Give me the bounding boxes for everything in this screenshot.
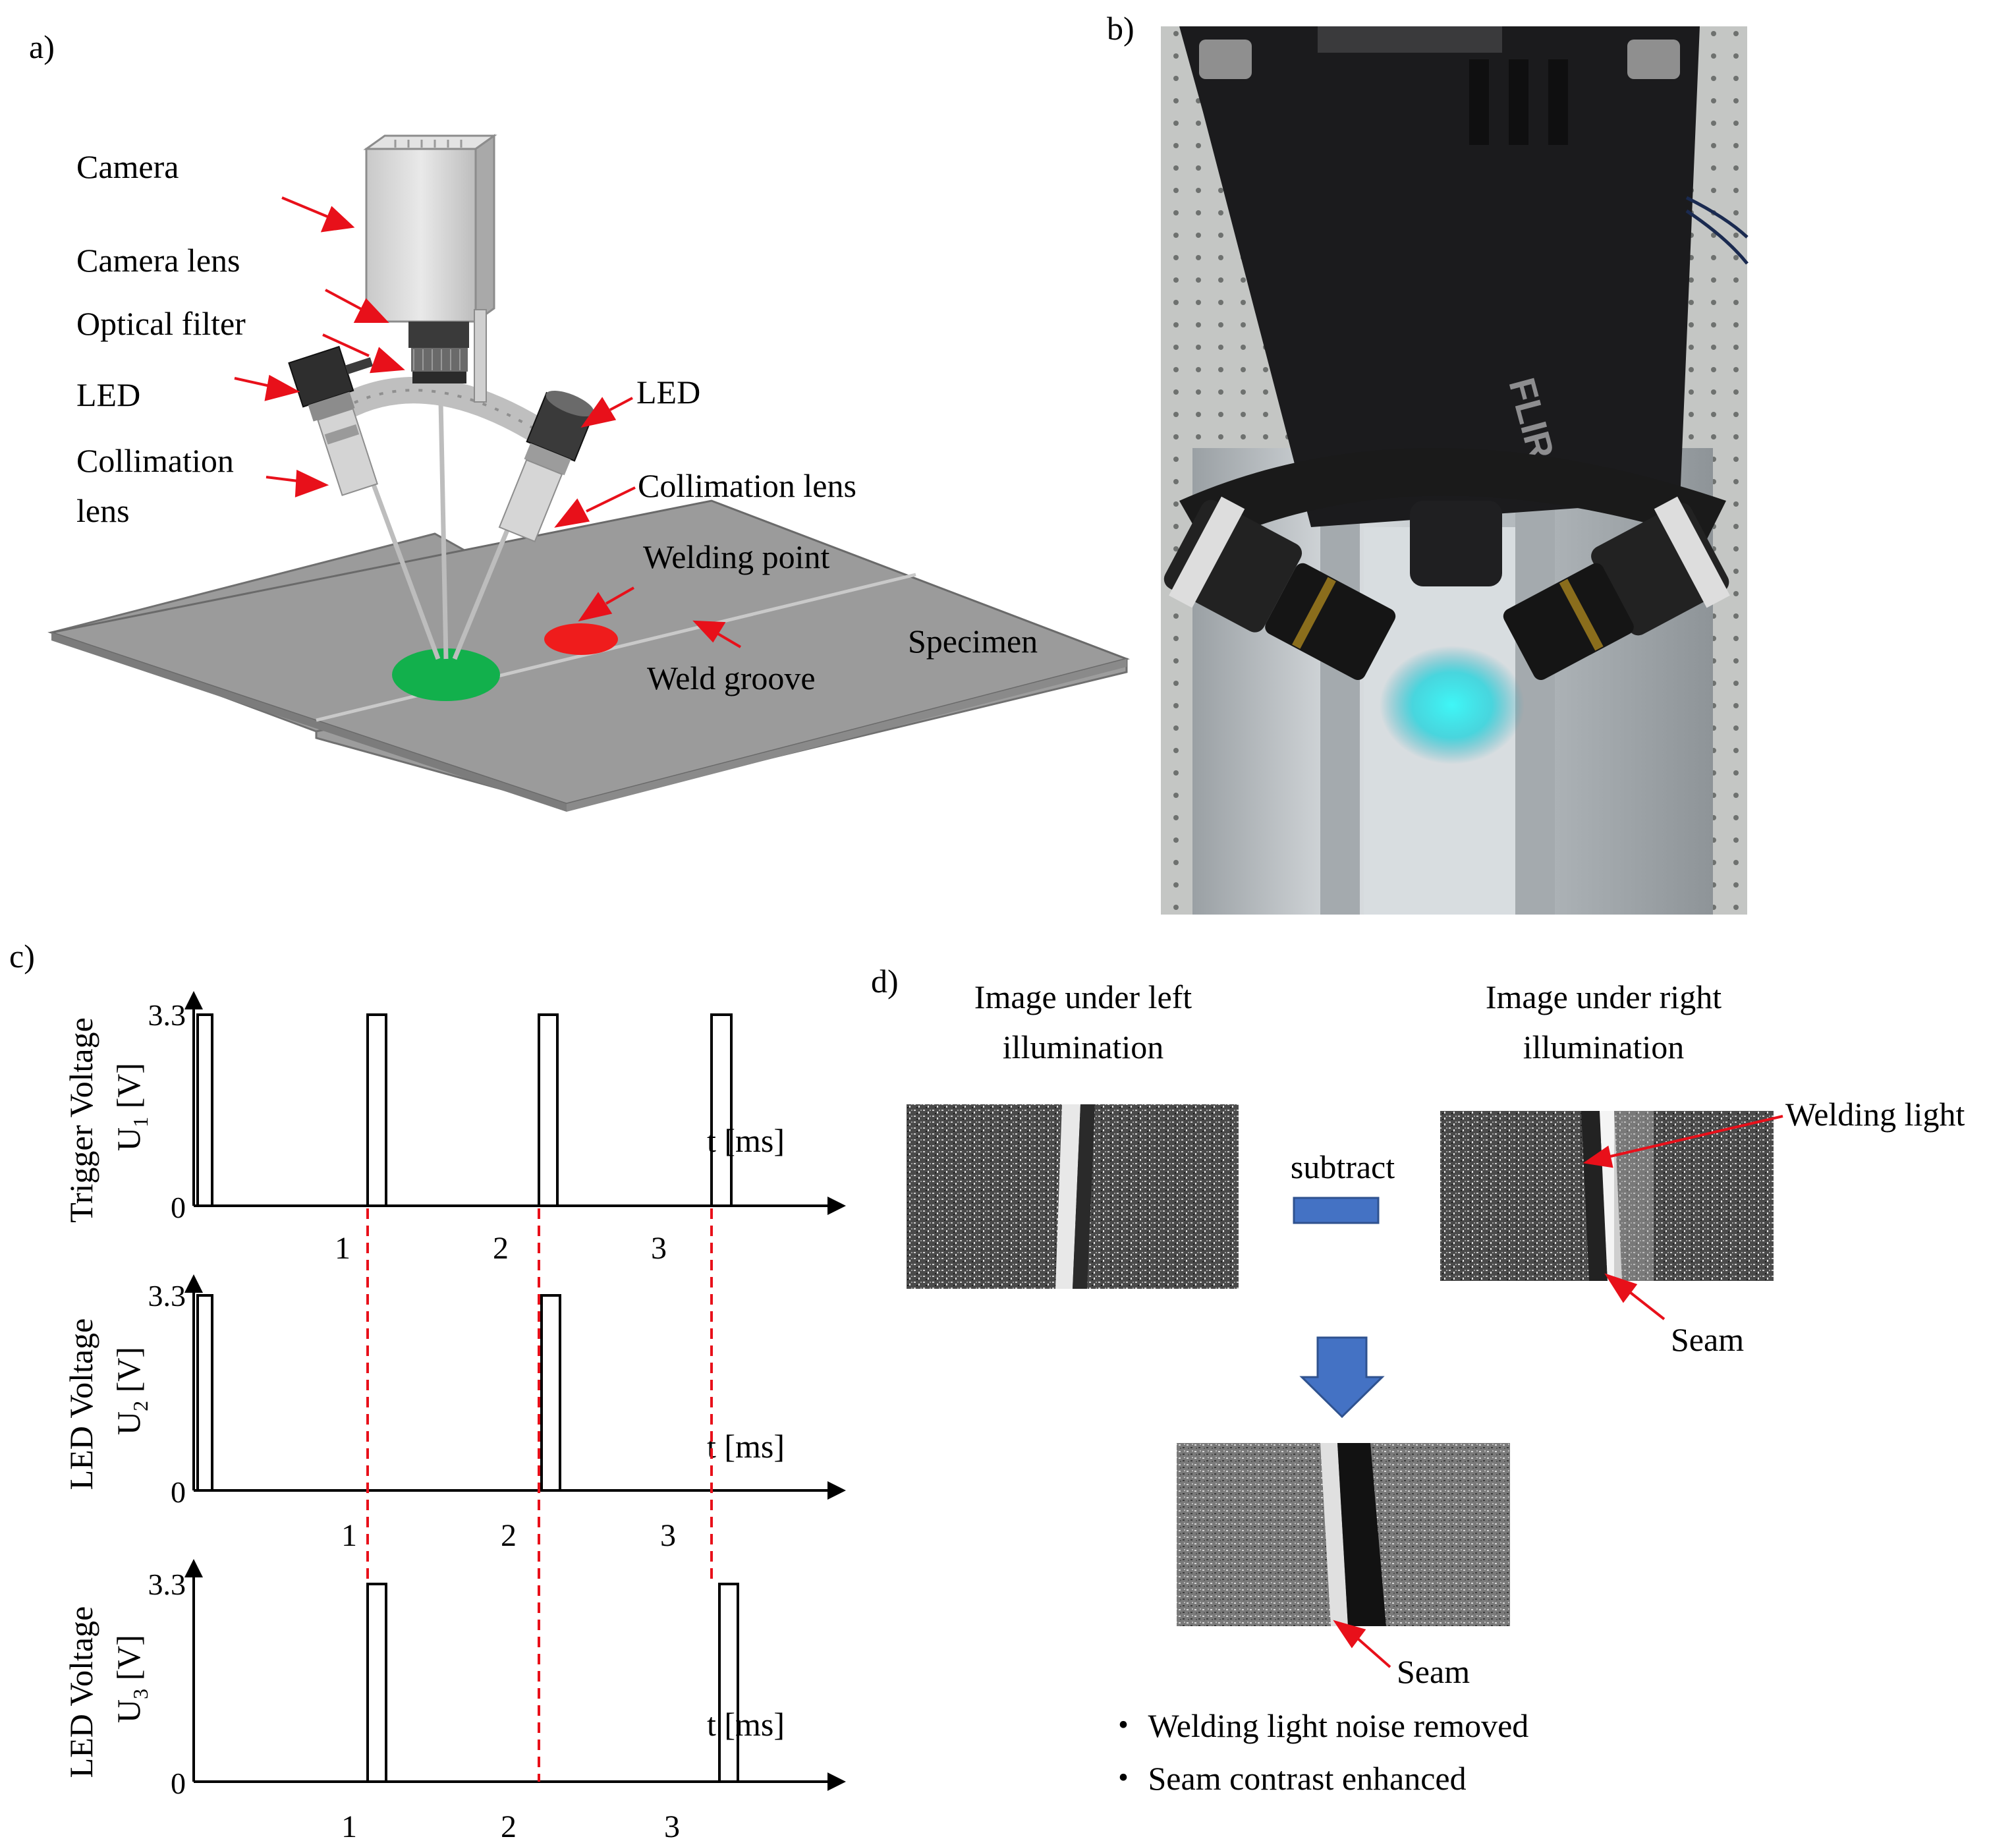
- led-right-model: [498, 390, 596, 543]
- y-axis-arrow-1: [184, 991, 203, 1009]
- light-rod-center: [437, 368, 449, 660]
- x-tick-3-2: 2: [501, 1809, 517, 1839]
- bullet-contrast-enhanced: ・ Seam contrast enhanced: [1107, 1760, 1467, 1797]
- label-optical-filter: Optical filter: [76, 305, 246, 342]
- seam-label-result: Seam: [1397, 1653, 1470, 1690]
- specimen-plate-edge-right: [567, 659, 1127, 812]
- welding-point-spot: [544, 623, 618, 655]
- led-left-model: [288, 345, 378, 496]
- bullet-noise-removed: ・ Welding light noise removed: [1107, 1707, 1528, 1744]
- setup-photo: FLIR: [1161, 26, 1749, 915]
- red-arrows-panel-a: [234, 196, 742, 648]
- light-rod-right: [452, 513, 517, 660]
- y-tick-high-3: 3.3: [148, 1568, 186, 1601]
- x-tick-1-2: 2: [493, 1231, 509, 1266]
- panel-c-letter: c): [9, 938, 35, 975]
- pulse-2-2: [540, 1294, 561, 1490]
- y-axis-symbol-1: U1 [V]: [110, 1063, 152, 1151]
- panel-b: b) FLIR: [1107, 10, 1749, 915]
- right-illumination-image: [1440, 1111, 1774, 1281]
- pulse-3-1: [366, 1583, 387, 1782]
- timing-diagrams: 3.3 0 1 2 3 t [ms] Trigger Voltage U1 [V] 3.3 0 1 2…: [63, 991, 846, 1839]
- label-camera: Camera: [76, 148, 179, 185]
- illumination-spot: [1380, 646, 1525, 764]
- y-axis-label-2: LED Voltage: [63, 1318, 99, 1490]
- y-axis-arrow-2: [184, 1274, 203, 1293]
- pulse-3-2: [718, 1583, 739, 1782]
- label-welding-point: Welding point: [643, 538, 830, 575]
- x-axis-label-1: t [ms]: [707, 1122, 785, 1159]
- y-axis-label-3: LED Voltage: [63, 1606, 99, 1778]
- subtract-sign: [1293, 1197, 1380, 1224]
- x-tick-1-1: 1: [335, 1231, 350, 1266]
- pulse-1-3: [538, 1013, 559, 1206]
- left-illumination-image: [907, 1104, 1239, 1289]
- red-arrows-panel-d: [1333, 1115, 1783, 1668]
- label-collimation-right: Collimation lens: [638, 467, 856, 504]
- panel-a-letter: a): [29, 28, 55, 65]
- panel-a: a): [29, 28, 1130, 812]
- y-axis-label-1: Trigger Voltage: [63, 1017, 99, 1223]
- pulse-1-1: [196, 1013, 213, 1206]
- x-axis-arrow-1: [827, 1197, 846, 1215]
- left-image-title-1: Image under left: [974, 978, 1192, 1015]
- label-led-left: LED: [76, 376, 140, 413]
- specimen-plate-edge: [51, 633, 567, 812]
- x-tick-3-1: 1: [341, 1809, 357, 1839]
- pulse-2-1: [196, 1294, 213, 1490]
- x-tick-2-3: 3: [660, 1518, 676, 1553]
- x-axis-arrow-3: [827, 1772, 846, 1791]
- x-tick-2-1: 1: [341, 1518, 357, 1553]
- left-image-title-2: illumination: [1003, 1029, 1163, 1065]
- y-tick-high-2: 3.3: [148, 1279, 186, 1313]
- y-tick-zero-1: 0: [171, 1191, 186, 1224]
- panel-d-letter: d): [871, 963, 899, 1000]
- label-led-right: LED: [636, 374, 700, 410]
- label-collimation-left: Collimation: [76, 442, 234, 479]
- x-axis-label-2: t [ms]: [707, 1428, 785, 1465]
- y-tick-zero-3: 0: [171, 1767, 186, 1800]
- right-image-title-1: Image under right: [1486, 978, 1722, 1015]
- label-camera-lens: Camera lens: [76, 242, 240, 279]
- down-arrow: [1299, 1336, 1385, 1419]
- x-tick-1-3: 3: [651, 1231, 667, 1266]
- y-tick-zero-2: 0: [171, 1475, 186, 1509]
- x-tick-3-3: 3: [664, 1809, 680, 1839]
- y-axis-symbol-2: U2 [V]: [110, 1347, 152, 1435]
- x-axis-label-3: t [ms]: [707, 1706, 785, 1743]
- light-rod-left: [370, 480, 441, 660]
- seam-label-right: Seam: [1671, 1321, 1744, 1358]
- y-axis-symbol-3: U3 [V]: [110, 1635, 152, 1723]
- pulse-1-4: [710, 1013, 733, 1206]
- right-image-title-2: illumination: [1523, 1029, 1684, 1065]
- y-tick-high-1: 3.3: [148, 998, 186, 1032]
- pulse-1-2: [366, 1013, 387, 1206]
- panel-d: d) Image under left illumination Image u…: [871, 963, 1965, 1797]
- y-axis-arrow-3: [184, 1559, 203, 1577]
- label-specimen: Specimen: [908, 623, 1038, 660]
- panel-b-letter: b): [1107, 10, 1134, 47]
- camera-model: [363, 134, 497, 403]
- welding-light-label: Welding light: [1785, 1096, 1965, 1133]
- label-weld-groove: Weld groove: [647, 660, 816, 696]
- x-tick-2-2: 2: [501, 1518, 517, 1553]
- led-spot: [392, 648, 500, 701]
- subtract-label: subtract: [1291, 1148, 1395, 1185]
- label-collimation-left-2: lens: [76, 492, 130, 529]
- result-image: [1177, 1443, 1510, 1626]
- camera-lens-model: [408, 322, 469, 383]
- x-axis-arrow-2: [827, 1481, 846, 1500]
